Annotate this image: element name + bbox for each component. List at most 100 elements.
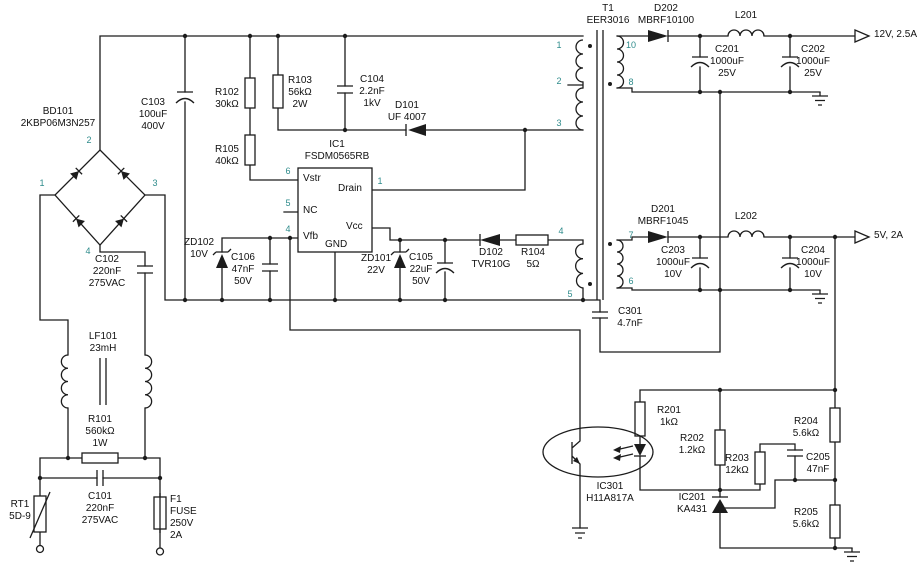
label-12v-output: 12V, 2.5A xyxy=(874,29,918,40)
c204-symbol xyxy=(780,257,800,269)
f1-symbol xyxy=(153,493,167,533)
label-c201: C201 1000uF 25V xyxy=(710,44,744,79)
r101-symbol xyxy=(81,452,119,464)
label-r103: R103 56kΩ 2W xyxy=(288,75,312,110)
l201-symbol xyxy=(727,29,765,37)
ground-feedback xyxy=(844,548,860,562)
winding-polarity-dots xyxy=(588,44,612,286)
t1-pin-10: 10 xyxy=(625,40,637,50)
lf101-symbol xyxy=(60,354,153,409)
label-c203: C203 1000uF 10V xyxy=(656,245,690,280)
ic1-pin-nc: NC xyxy=(303,205,318,216)
label-c105: C105 22uF 50V xyxy=(409,252,433,287)
label-r201: R201 1kΩ xyxy=(657,405,681,428)
ic301-optocoupler-symbol xyxy=(542,426,654,478)
label-5v-output: 5V, 2A xyxy=(874,230,904,241)
ac-terminal-left xyxy=(35,544,45,554)
label-r202: R202 1.2kΩ xyxy=(678,433,706,456)
d201-symbol xyxy=(648,231,669,243)
transformer-symbol xyxy=(575,30,625,300)
t1-pin-7: 7 xyxy=(628,230,634,240)
t1-pin-4: 4 xyxy=(558,226,564,236)
label-t1: T1 EER3016 xyxy=(586,3,630,26)
r202-symbol xyxy=(714,429,726,466)
label-c204: C204 1000uF 10V xyxy=(796,245,830,280)
r103-symbol xyxy=(272,74,284,109)
label-c301: C301 4.7nF xyxy=(617,306,643,329)
arrow-5v-output xyxy=(854,230,871,244)
arrow-12v-output xyxy=(854,29,871,43)
label-r203: R203 12kΩ xyxy=(725,453,749,476)
ic1-pin-gnd: GND xyxy=(325,239,348,250)
output-arrows xyxy=(854,29,871,244)
label-d202: D202 MBRF10100 xyxy=(637,3,695,26)
c202-symbol xyxy=(780,56,800,68)
r104-symbol xyxy=(515,234,549,246)
c102-symbol xyxy=(137,265,153,274)
junction-dots xyxy=(37,33,838,551)
label-r104: R104 5Ω xyxy=(521,247,545,270)
ic1-pin-number-6: 6 xyxy=(285,166,291,176)
ic1-body xyxy=(297,167,373,253)
c101-symbol xyxy=(96,470,104,486)
label-c106: C106 47nF 50V xyxy=(231,252,255,287)
ground-12v-return xyxy=(812,92,828,106)
label-ic201: IC201 KA431 xyxy=(676,492,708,515)
c205-symbol xyxy=(787,449,803,457)
d101-symbol xyxy=(405,124,426,136)
label-d101: D101 UF 4007 xyxy=(387,100,427,123)
ic1-pin-vfb: Vfb xyxy=(303,231,319,242)
label-bd101: BD101 2KBP06M3N257 xyxy=(20,106,96,129)
r204-symbol xyxy=(829,407,841,443)
r203-symbol xyxy=(754,451,766,485)
label-l201: L201 xyxy=(734,10,758,21)
c105-symbol xyxy=(435,262,455,274)
rt1-symbol xyxy=(29,491,51,539)
label-zd102: ZD102 10V xyxy=(183,237,215,260)
r102-symbol xyxy=(244,77,256,109)
zd101-symbol xyxy=(390,248,410,268)
ac-terminal-right xyxy=(155,547,165,556)
ac-input-terminals xyxy=(35,544,165,556)
opto-led xyxy=(634,444,646,457)
zd102-symbol xyxy=(212,248,232,268)
d202-symbol xyxy=(648,30,669,42)
ic1-pin-vstr: Vstr xyxy=(303,173,321,184)
label-r105: R105 40kΩ xyxy=(215,144,239,167)
c203-symbol xyxy=(690,257,710,269)
ground-5v-return xyxy=(812,290,828,304)
t1-pin-5: 5 xyxy=(567,289,573,299)
ic1-pin-number-4: 4 xyxy=(285,224,291,234)
t1-pin-1: 1 xyxy=(556,40,562,50)
c106-symbol xyxy=(262,263,278,272)
label-d102: D102 TVR10G xyxy=(471,247,511,270)
label-r204: R204 5.6kΩ xyxy=(792,416,820,439)
label-lf101: LF101 23mH xyxy=(88,331,118,354)
label-ic1: IC1 FSDM0565RB xyxy=(304,139,370,162)
opto-light-arrows xyxy=(613,445,634,461)
label-c104: C104 2.2nF 1kV xyxy=(359,74,385,109)
label-d201: D201 MBRF1045 xyxy=(637,204,689,227)
label-ic301: IC301 H11A817A xyxy=(586,481,634,504)
d102-symbol xyxy=(479,234,500,246)
c103-symbol xyxy=(175,91,195,104)
r205-symbol xyxy=(829,504,841,539)
label-zd101: ZD101 22V xyxy=(360,253,392,276)
label-c202: C202 1000uF 25V xyxy=(796,44,830,79)
ka431-symbol xyxy=(712,496,728,513)
ic1-pin-number-5: 5 xyxy=(285,198,291,208)
bridge-pin-4: 4 xyxy=(85,246,91,256)
t1-pin-6: 6 xyxy=(628,276,634,286)
label-r102: R102 30kΩ xyxy=(215,87,239,110)
bridge-rectifier-symbol xyxy=(54,149,146,246)
t1-pin-2: 2 xyxy=(556,76,562,86)
r201-symbol xyxy=(634,401,646,437)
ground-opto-emitter xyxy=(572,527,588,539)
c201-symbol xyxy=(690,56,710,68)
ic1-pin-number-1: 1 xyxy=(377,176,383,186)
opto-phototransistor xyxy=(571,428,581,476)
label-rt1: RT1 5D-9 xyxy=(9,499,31,522)
c104-symbol xyxy=(337,85,353,94)
label-l202: L202 xyxy=(734,211,758,222)
